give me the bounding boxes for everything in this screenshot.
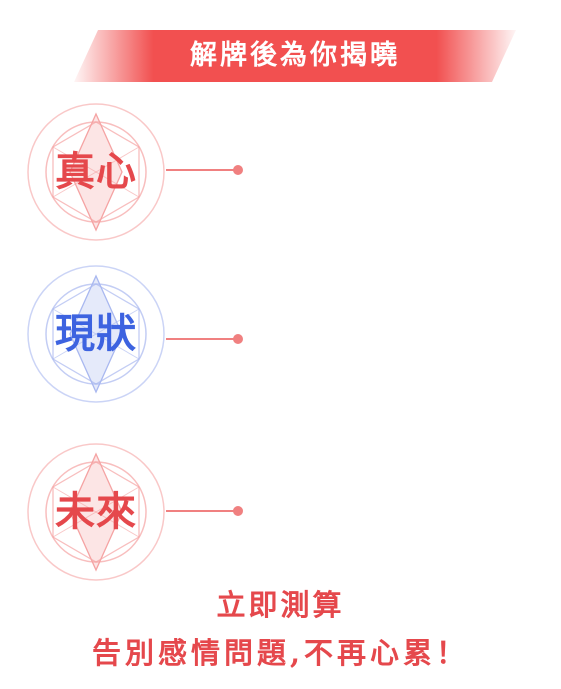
- banner-title: 解牌後為你揭曉: [190, 40, 400, 71]
- section-banner: 解牌後為你揭曉: [74, 30, 516, 82]
- connector-line: [166, 165, 243, 175]
- banner-background: [74, 30, 516, 82]
- cta-headline: 立即測算: [216, 588, 345, 622]
- emblem-label-status: 現狀: [55, 310, 137, 357]
- emblem-label-heart: 真心: [55, 148, 137, 195]
- hexagram-sigil-icon: [27, 265, 165, 403]
- emblem-status: 現狀: [26, 264, 166, 404]
- emblem-heart: 真心: [26, 102, 166, 242]
- hexagram-sigil-icon: [27, 443, 165, 581]
- emblem-future: 未來: [26, 442, 166, 582]
- connector-line: [166, 506, 243, 516]
- hexagram-sigil-icon: [27, 103, 165, 241]
- connector-line: [166, 334, 243, 344]
- cta-subline: 告別感情問題,不再心累！: [91, 636, 470, 670]
- emblem-label-future: 未來: [55, 488, 137, 535]
